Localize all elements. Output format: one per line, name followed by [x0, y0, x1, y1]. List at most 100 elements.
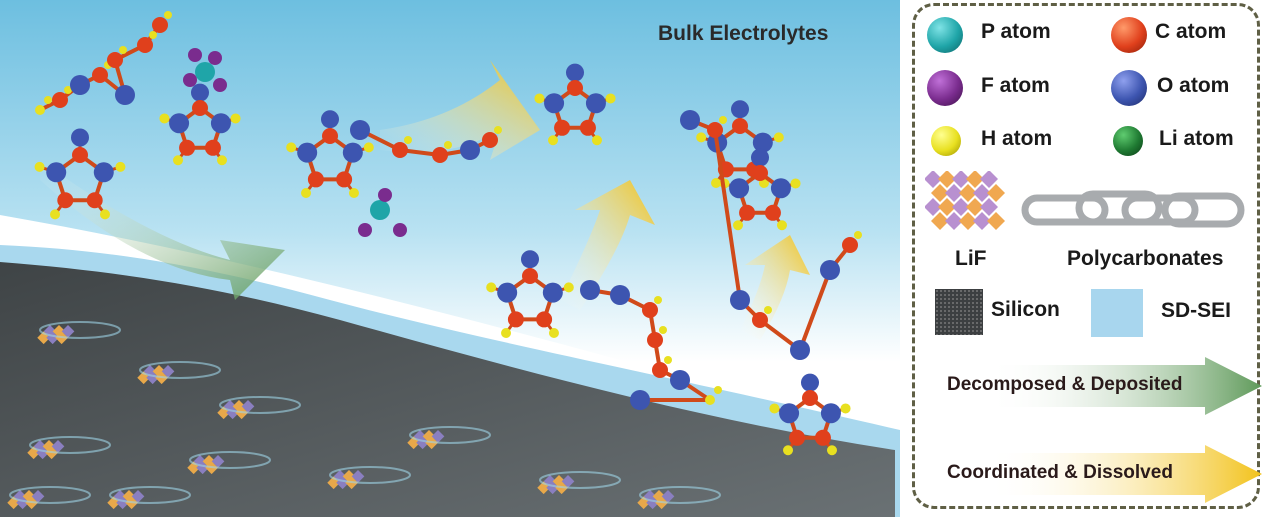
h-atom	[769, 403, 780, 414]
electrolyte-scene: Bulk Electrolytes	[0, 0, 900, 517]
h-atom	[173, 155, 184, 166]
carbonate-molecule	[719, 148, 801, 231]
carbonate-molecule	[486, 250, 574, 339]
h-atom	[776, 220, 787, 231]
atom	[179, 139, 196, 156]
h-atom	[286, 142, 297, 153]
carbonate-molecule	[34, 128, 126, 220]
h-atom	[486, 282, 497, 293]
silicon-anode	[0, 262, 895, 517]
h-atom	[783, 445, 794, 456]
atom	[567, 80, 583, 96]
lif-crystal-icon	[925, 171, 1005, 230]
o-atom	[521, 250, 539, 269]
o-atom-label: O atom	[1157, 74, 1230, 97]
atom	[497, 282, 518, 303]
atom	[544, 93, 565, 114]
h-atom	[34, 161, 45, 172]
h-atom	[773, 132, 784, 143]
o-atom	[751, 148, 769, 167]
coordinated-dissolved-legend: Coordinated & Dissolved	[927, 445, 1262, 503]
h-atom	[115, 161, 126, 172]
o-atom	[321, 110, 339, 129]
atom	[210, 113, 231, 134]
h-atom	[790, 178, 801, 189]
carbonate-molecule	[159, 83, 241, 166]
h-atom	[548, 135, 559, 146]
atom	[585, 93, 606, 114]
o-atom-icon	[1111, 70, 1147, 106]
atom	[297, 142, 318, 163]
h-atom	[696, 132, 707, 143]
decomposed-deposited-legend: Decomposed & Deposited	[927, 357, 1262, 415]
h-atom	[348, 188, 359, 199]
dissolve-arrow-2	[560, 180, 655, 310]
atom	[554, 119, 571, 136]
atom	[342, 142, 363, 163]
h-atom	[826, 445, 837, 456]
polycarbonate-chain-icon	[1021, 190, 1245, 228]
dissolve-arrow-1	[380, 60, 540, 160]
h-atom	[230, 113, 241, 124]
carbonate-molecule	[534, 63, 616, 146]
li-atom-label: Li atom	[1159, 127, 1234, 150]
atom	[752, 132, 773, 153]
f-atom-label: F atom	[981, 74, 1050, 97]
p-atom-label: P atom	[981, 20, 1051, 43]
atom	[86, 192, 103, 209]
c-atom-label: C atom	[1155, 20, 1227, 43]
atom	[802, 390, 818, 406]
atom	[739, 204, 756, 221]
h-atom	[159, 113, 170, 124]
atom	[789, 429, 806, 446]
atom	[732, 118, 748, 134]
atom	[204, 139, 221, 156]
h-atom	[548, 328, 559, 339]
h-atom	[216, 155, 227, 166]
linear-carbonate-molecule	[580, 280, 722, 410]
atom	[57, 192, 74, 209]
atom	[764, 204, 781, 221]
atom	[307, 171, 324, 188]
h-atom	[733, 220, 744, 231]
atom	[752, 165, 768, 181]
atom	[72, 147, 88, 163]
o-atom	[731, 100, 749, 119]
atom	[542, 282, 563, 303]
linear-carbonate-molecule	[350, 120, 502, 163]
linear-carbonate-molecule	[35, 11, 172, 115]
sd-sei-label: SD-SEI	[1161, 299, 1232, 322]
atom	[779, 403, 800, 424]
polycarbonates-label: Polycarbonates	[1067, 247, 1224, 270]
c-atom-icon	[1111, 17, 1147, 53]
atom	[522, 268, 538, 284]
atom	[729, 178, 750, 199]
p-atom-icon	[927, 17, 963, 53]
silicon-label: Silicon	[991, 298, 1060, 321]
decomposed-deposited-label: Decomposed & Deposited	[947, 374, 1183, 395]
h-atom	[840, 403, 851, 414]
silicon-cube-icon	[935, 289, 983, 335]
li-atom-icon	[1113, 126, 1143, 156]
o-atom	[566, 63, 584, 82]
atom	[579, 119, 596, 136]
h-atom	[534, 93, 545, 104]
lif-label: LiF	[955, 247, 987, 270]
o-atom	[801, 373, 819, 392]
o-atom	[71, 128, 89, 147]
h-atom	[563, 282, 574, 293]
h-atom	[711, 178, 722, 189]
atom	[336, 171, 353, 188]
h-atom-icon	[931, 126, 961, 156]
f-atom-icon	[927, 70, 963, 106]
h-atom	[501, 328, 512, 339]
atom	[820, 403, 841, 424]
scene-illustration	[0, 0, 900, 517]
h-atom	[50, 209, 61, 220]
atom	[46, 162, 67, 183]
h-atom-label: H atom	[981, 127, 1053, 150]
molecules	[34, 11, 862, 456]
h-atom	[301, 188, 312, 199]
pf6-anion	[183, 48, 407, 237]
atom	[169, 113, 190, 134]
